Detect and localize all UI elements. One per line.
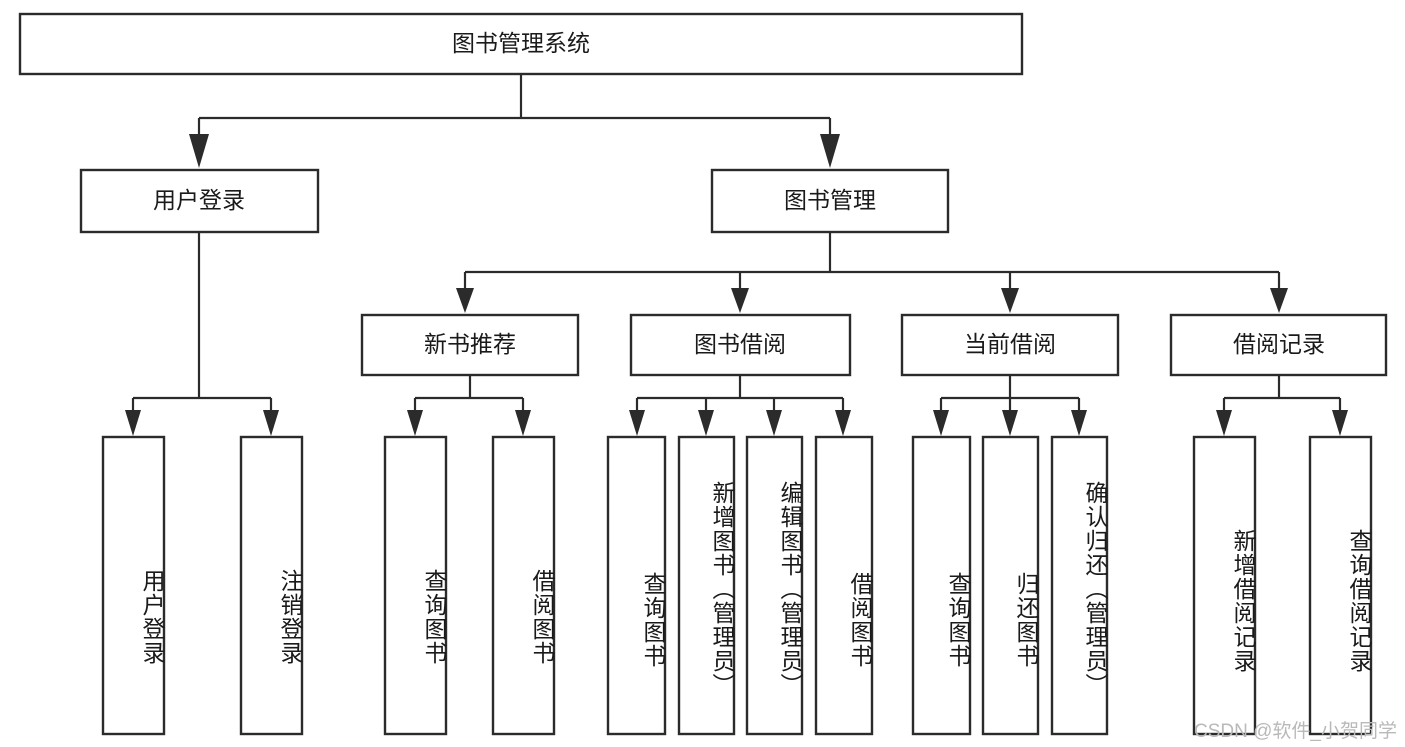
node-root-box[interactable] — [18, 12, 1024, 76]
leaf-box-borrow-record-2[interactable] — [1308, 435, 1373, 736]
leaf-box-current-borrow-2[interactable] — [981, 435, 1040, 736]
node-borrow-record-label: 借阅记录 — [1233, 331, 1325, 357]
arrow-head-leaf-bb-3 — [766, 410, 782, 436]
leaf-box-book-borrow-4[interactable] — [814, 435, 874, 736]
node-current-borrow-label: 当前借阅 — [964, 331, 1056, 357]
connector-group-borrow-record-to-leaves — [1216, 375, 1348, 436]
leaf-box-book-borrow-2[interactable] — [677, 435, 736, 736]
leaf-box-new-book-1[interactable] — [383, 435, 448, 736]
connector-group-new-book-to-leaves — [407, 375, 531, 436]
leaf-box-user-login-2[interactable] — [239, 435, 304, 736]
node-borrow-record[interactable]: 借阅记录 — [1169, 313, 1388, 377]
arrow-head-leaf-bb-4 — [835, 410, 851, 436]
arrow-head-leaf-cb-1 — [933, 410, 949, 436]
connector-group-user-login-to-leaves — [125, 232, 279, 436]
arrow-head-to-user-login — [189, 134, 209, 168]
arrow-head-to-book-manage — [820, 134, 840, 168]
node-book-manage-label: 图书管理 — [784, 187, 876, 213]
node-book-borrow-label: 图书借阅 — [694, 331, 786, 357]
arrow-head-to-new-book — [456, 288, 474, 313]
node-current-borrow[interactable]: 当前借阅 — [900, 313, 1120, 377]
node-book-manage[interactable]: 图书管理 — [710, 168, 950, 234]
arrow-head-leaf-br-2 — [1332, 410, 1348, 436]
node-new-book-recommend-label: 新书推荐 — [424, 331, 516, 357]
node-borrow-record-box[interactable] — [1169, 313, 1388, 377]
arrow-head-to-book-borrow — [731, 288, 749, 313]
arrow-head-leaf-ul-2 — [263, 410, 279, 436]
arrow-head-leaf-br-1 — [1216, 410, 1232, 436]
connector-group-current-borrow-to-leaves — [933, 375, 1087, 436]
arrow-head-leaf-nb-1 — [407, 410, 423, 436]
leaf-box-new-book-2[interactable] — [491, 435, 556, 736]
leaf-box-borrow-record-1[interactable] — [1192, 435, 1257, 736]
leaf-box-book-borrow-3[interactable] — [745, 435, 804, 736]
arrow-head-to-borrow-record — [1270, 288, 1288, 313]
node-current-borrow-box[interactable] — [900, 313, 1120, 377]
leaf-box-current-borrow-1[interactable] — [911, 435, 972, 736]
connector-group-root-to-level2 — [189, 74, 840, 168]
arrow-head-leaf-nb-2 — [515, 410, 531, 436]
arrow-head-to-current-borrow — [1001, 288, 1019, 313]
connector-group-book-borrow-to-leaves — [629, 375, 851, 436]
arrow-head-leaf-cb-3 — [1071, 410, 1087, 436]
arrow-head-leaf-ul-1 — [125, 410, 141, 436]
node-user-login-box[interactable] — [79, 168, 320, 234]
node-book-borrow[interactable]: 图书借阅 — [629, 313, 852, 377]
node-book-manage-box[interactable] — [710, 168, 950, 234]
leaf-box-user-login-1[interactable] — [101, 435, 166, 736]
node-book-borrow-box[interactable] — [629, 313, 852, 377]
watermark-text: CSDN @软件_小贺同学 — [1194, 721, 1397, 742]
node-new-book-recommend[interactable]: 新书推荐 — [360, 313, 580, 377]
leaf-box-book-borrow-1[interactable] — [606, 435, 667, 736]
connector-group-book-manage-to-level3 — [456, 232, 1288, 313]
node-root[interactable]: 图书管理系统 — [18, 12, 1024, 76]
arrow-head-leaf-bb-1 — [629, 410, 645, 436]
node-new-book-recommend-box[interactable] — [360, 313, 580, 377]
leaf-box-current-borrow-3[interactable] — [1050, 435, 1109, 736]
node-user-login-label: 用户登录 — [153, 187, 245, 213]
arrow-head-leaf-cb-2 — [1002, 410, 1018, 436]
node-user-login[interactable]: 用户登录 — [79, 168, 320, 234]
arrow-head-leaf-bb-2 — [698, 410, 714, 436]
node-root-label: 图书管理系统 — [452, 30, 590, 56]
